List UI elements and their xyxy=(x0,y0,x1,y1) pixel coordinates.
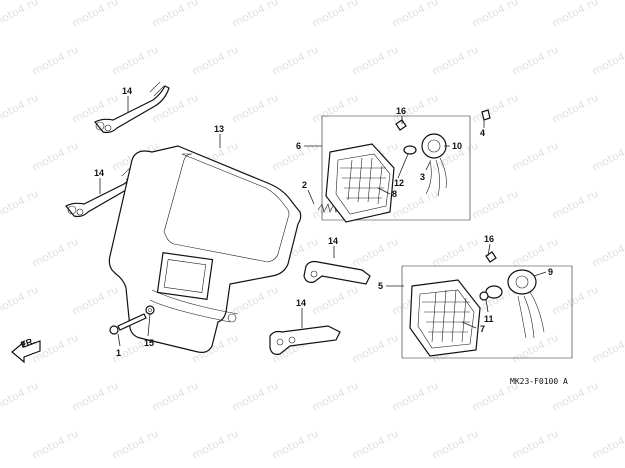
headlight-lower xyxy=(401,251,573,359)
diagram-code: MK23-F0100 A xyxy=(510,377,568,386)
label-14-c: 14 xyxy=(328,236,338,246)
leader-lines xyxy=(99,96,547,347)
front-label: FR. xyxy=(19,336,36,350)
label-7: 7 xyxy=(480,324,485,334)
label-15: 15 xyxy=(144,338,154,348)
label-2: 2 xyxy=(302,180,307,190)
label-13: 13 xyxy=(214,124,224,134)
stay-bracket-upper xyxy=(94,81,170,134)
label-5: 5 xyxy=(378,281,383,291)
label-16-b: 16 xyxy=(484,234,494,244)
label-14-d: 14 xyxy=(296,298,306,308)
part-labels: 14 14 13 2 1 15 14 14 6 5 8 12 3 10 16 4… xyxy=(19,86,553,358)
label-6: 6 xyxy=(296,141,301,151)
label-3: 3 xyxy=(420,172,425,182)
label-12: 12 xyxy=(394,178,404,188)
headlight-cowl xyxy=(108,145,302,353)
label-14-a: 14 xyxy=(122,86,132,96)
washer xyxy=(145,305,155,315)
label-9: 9 xyxy=(548,267,553,277)
front-arrow xyxy=(11,340,41,364)
label-10: 10 xyxy=(452,141,462,151)
label-14-b: 14 xyxy=(94,168,104,178)
label-16-a: 16 xyxy=(396,106,406,116)
label-11: 11 xyxy=(484,314,494,324)
stay-bracket-right-lower xyxy=(269,325,341,355)
label-1: 1 xyxy=(116,348,121,358)
label-4: 4 xyxy=(480,128,485,138)
label-8: 8 xyxy=(392,189,397,199)
bolt xyxy=(109,313,147,335)
headlight-upper xyxy=(321,109,491,223)
stay-bracket-right-upper xyxy=(303,260,371,285)
